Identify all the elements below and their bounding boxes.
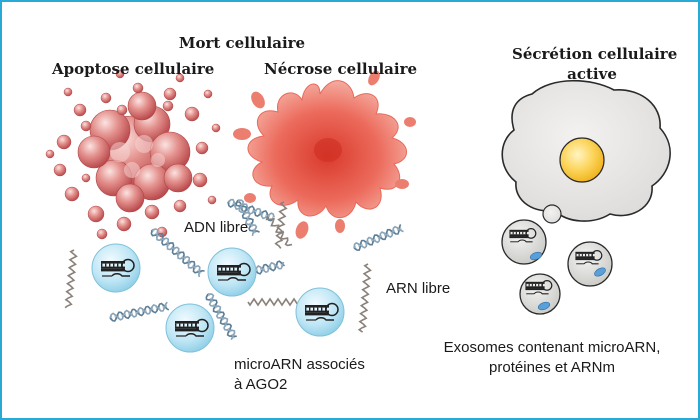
label-mirna-line1: microARN associés	[234, 356, 365, 373]
protein-icon	[529, 251, 543, 261]
rna-strand	[247, 297, 301, 307]
exosome	[501, 219, 547, 265]
heading-secretion-line2: active	[567, 65, 617, 83]
label-exosomes-line2: protéines et ARNm	[489, 359, 615, 376]
heading-necrosis: Nécrose cellulaire	[264, 60, 418, 78]
label-free-dna: ADN libre	[184, 219, 249, 236]
heading-secretion-line1: Sécrétion cellulaire	[512, 45, 678, 63]
dna-helix	[205, 293, 237, 341]
protein-icon	[594, 267, 606, 277]
protein-icon	[537, 301, 551, 311]
dna-helix	[235, 199, 260, 237]
exosomes	[501, 219, 613, 315]
exosome	[567, 241, 613, 287]
apoptotic-cell-cluster	[45, 69, 221, 240]
heading-apoptosis: Apoptose cellulaire	[52, 60, 215, 78]
mirna-ago2-complex	[207, 247, 257, 297]
rna-strand	[357, 263, 372, 333]
label-mirna-line2: à AGO2	[234, 376, 288, 393]
mirna-ago2-complex	[165, 303, 215, 353]
mirna-ago2-complexes	[91, 243, 345, 353]
rna-strand	[64, 249, 78, 309]
free-rna-strands	[64, 201, 372, 333]
exosome	[519, 273, 561, 315]
rna-strand	[265, 215, 293, 247]
free-dna-fragments	[109, 198, 404, 341]
necrotic-cell	[233, 70, 416, 239]
dna-helix	[353, 224, 404, 251]
rna-strand	[274, 201, 288, 249]
label-free-rna: ARN libre	[386, 280, 451, 297]
dna-helix	[150, 228, 205, 278]
mirna-ago2-complex	[295, 287, 345, 337]
secreting-cell	[501, 79, 671, 224]
mirna-ago2-complex	[91, 243, 141, 293]
dna-helix	[109, 301, 170, 322]
label-exosomes-line1: Exosomes contenant microARN,	[443, 339, 661, 356]
heading-cell-death: Mort cellulaire	[178, 34, 306, 52]
